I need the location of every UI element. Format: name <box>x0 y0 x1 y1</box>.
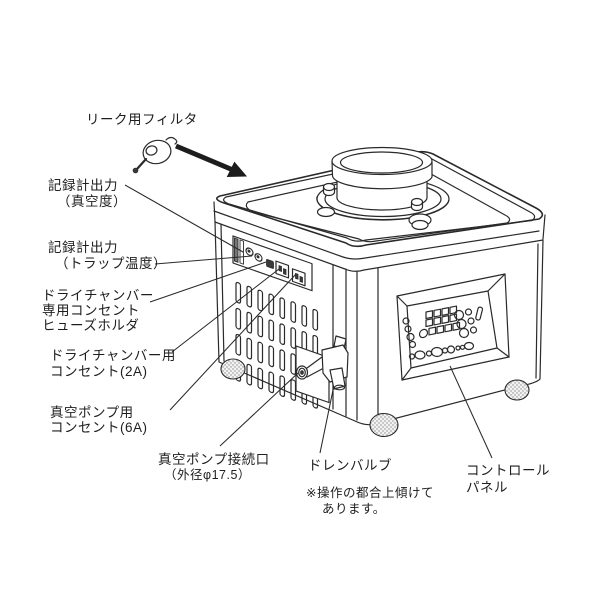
leader-outlet-2a <box>171 268 280 353</box>
outlet-6a <box>291 268 306 287</box>
label-dry-chamber-fuse-2: 専用コンセント <box>42 303 140 318</box>
label-vacuum-pump-outlet-1: 真空ポンプ用 <box>50 405 134 420</box>
panel-keypad <box>418 305 461 339</box>
pointer-arrow-icon <box>175 143 248 178</box>
label-control-panel-2: パネル <box>466 480 508 495</box>
control-panel <box>396 273 510 381</box>
recorder-jack-trap <box>254 253 263 262</box>
foot-front <box>369 412 399 438</box>
flange-bolt-right <box>410 197 424 212</box>
label-control-panel-1: コントロール <box>466 463 550 478</box>
label-vacuum-pump-outlet-2: コンセント(6A) <box>50 420 148 435</box>
panel-knobs <box>453 306 484 339</box>
label-dry-chamber-outlet-1: ドライチャンバー用 <box>50 348 176 363</box>
foot-left <box>220 358 246 380</box>
leader-recorder-vacuum <box>124 184 244 253</box>
outlet-2a <box>275 260 290 279</box>
flange-bolt-left <box>322 182 336 197</box>
leader-control-panel <box>449 365 493 459</box>
leak-filter-icon <box>132 136 178 174</box>
panel-switch <box>475 306 484 321</box>
machine-feet <box>220 358 530 438</box>
top-flange <box>316 146 450 231</box>
fuse-holder <box>266 259 274 269</box>
drain-valve <box>306 335 349 391</box>
vacuum-pump-port <box>295 365 309 380</box>
label-tilt-note-2: あります。 <box>322 502 386 516</box>
label-dry-chamber-fuse-1: ドライチャンバー <box>42 288 154 303</box>
label-dry-chamber-fuse-3: ヒューズホルダ <box>42 318 139 333</box>
leader-fuse-holder <box>149 261 267 303</box>
label-dry-chamber-outlet-2: コンセント(2A) <box>50 364 148 379</box>
foot-right <box>504 379 530 401</box>
label-vacuum-pump-port-2: （外径φ17.5） <box>164 468 251 482</box>
leader-lines <box>124 184 493 459</box>
label-vacuum-pump-port-1: 真空ポンプ接続口 <box>158 451 270 467</box>
leader-outlet-6a <box>169 273 297 411</box>
panel-button-row <box>408 341 475 360</box>
flange-tab-left <box>316 206 336 218</box>
label-drain-valve: ドレンバルブ <box>308 457 392 473</box>
recorder-jack-vacuum <box>245 247 254 257</box>
panel-lamps <box>402 317 417 349</box>
leader-drain-valve <box>319 389 334 454</box>
fuse-holder-bar <box>239 239 244 265</box>
label-tilt-note-1: ※操作の都合上傾けて <box>306 485 434 500</box>
connector-strip <box>232 235 313 292</box>
flange-foot-front <box>408 213 432 231</box>
drain-valve-spout <box>329 367 346 390</box>
label-recorder-trap-1: 記録計出力 <box>48 239 118 255</box>
fuse-holder-bar <box>234 237 239 263</box>
leader-pump-port <box>219 372 299 447</box>
label-recorder-trap-2: （トラップ温度） <box>55 256 167 271</box>
label-leak-filter: リーク用フィルタ <box>86 112 198 127</box>
labels: リーク用フィルタ 記録計出力 （真空度） 記録計出力 （トラップ温度） ドライチ… <box>42 112 550 516</box>
label-recorder-vacuum-2: （真空度） <box>57 194 127 209</box>
label-recorder-vacuum-1: 記録計出力 <box>48 177 118 193</box>
leader-recorder-trap <box>154 255 253 265</box>
